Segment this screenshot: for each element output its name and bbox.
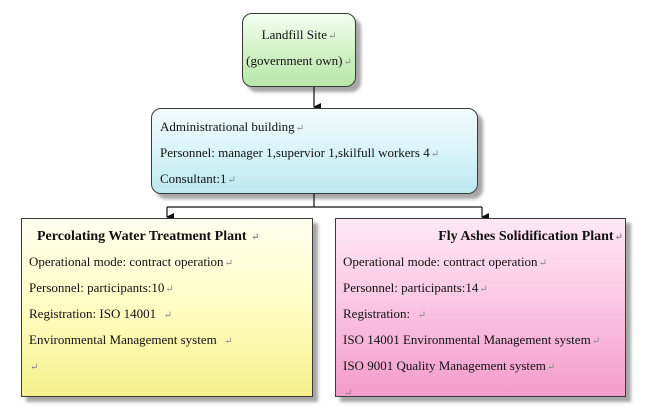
percolating-line-2: Personnel: participants:10↵: [29, 280, 174, 295]
flyash-line-1: Operational mode: contract operation↵: [343, 254, 547, 269]
percolating-title: Percolating Water Treatment Plant ↵: [37, 229, 260, 244]
admin-line-1: Administrational building↵: [160, 119, 305, 134]
flyash-line-5: ISO 9001 Quality Management system↵: [343, 358, 556, 373]
administrative-building-box: Administrational building↵ Personnel: ma…: [151, 108, 478, 194]
flyash-empty-line: ↵: [344, 388, 353, 399]
landfill-line-1: Landfill Site↵: [261, 27, 337, 42]
percolating-water-plant-box: Percolating Water Treatment Plant ↵ Oper…: [21, 218, 313, 397]
percolating-line-1: Operational mode: contract operation↵: [29, 254, 233, 269]
admin-line-2: Personnel: manager 1,supervior 1,skilful…: [160, 145, 440, 160]
flyash-line-4: ISO 14001 Environmental Management syste…: [343, 332, 601, 347]
percolating-line-3: Registration: ISO 14001 ↵: [29, 306, 172, 321]
landfill-line-2: (government own)↵: [246, 53, 352, 68]
percolating-empty-line: ↵: [30, 362, 39, 373]
flyash-line-2: Personnel: participants:14↵: [343, 280, 488, 295]
fly-ashes-plant-box: Fly Ashes Solidification Plant↵ Operatio…: [335, 218, 626, 399]
landfill-site-box: Landfill Site↵ (government own)↵: [242, 13, 356, 87]
percolating-line-4: Environmental Management system ↵: [29, 332, 233, 347]
admin-line-3: Consultant:1↵: [160, 171, 236, 186]
flyash-line-3: Registration: ↵: [343, 306, 427, 321]
flyash-title: Fly Ashes Solidification Plant↵: [438, 229, 623, 244]
